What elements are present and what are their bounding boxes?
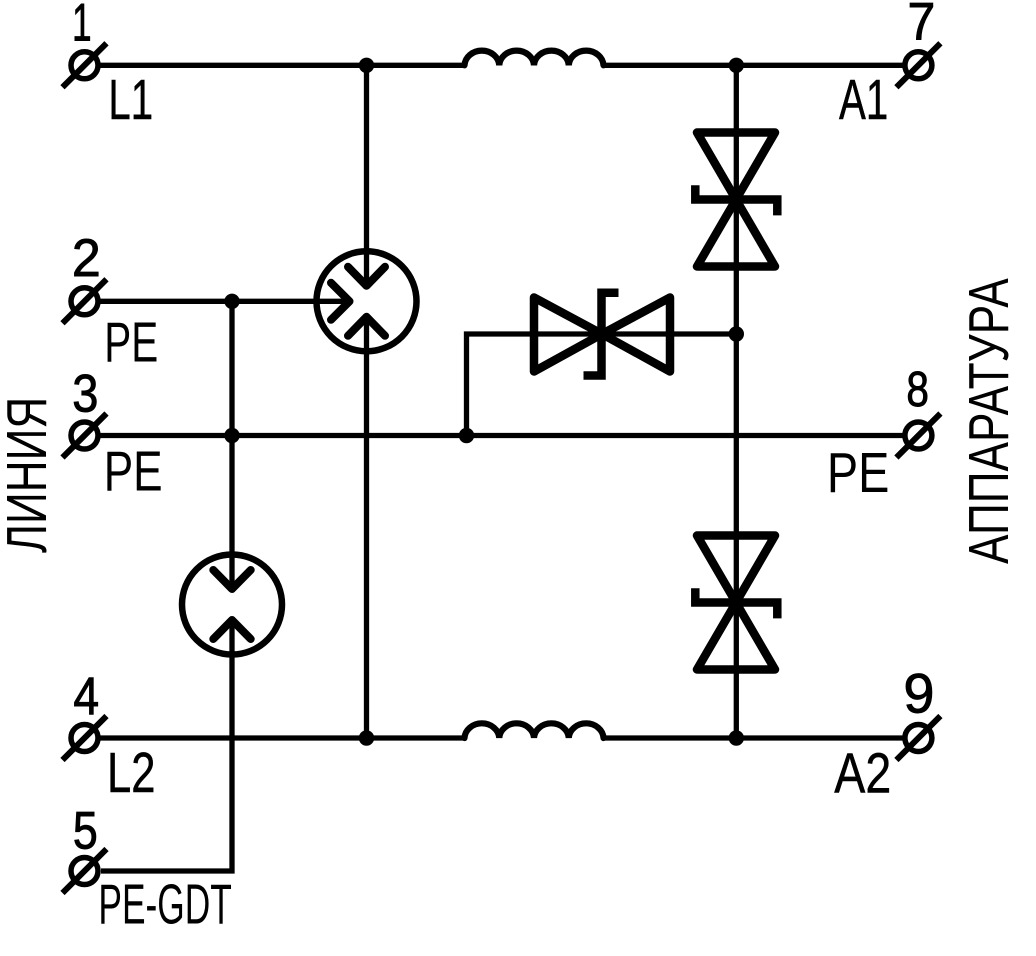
svg-text:L2: L2 <box>107 740 155 804</box>
svg-text:АППАРАТУРА: АППАРАТУРА <box>957 278 1021 564</box>
svg-text:1: 1 <box>72 0 91 52</box>
svg-text:L1: L1 <box>108 68 153 132</box>
svg-text:2: 2 <box>72 230 101 289</box>
svg-text:PE-GDT: PE-GDT <box>98 873 231 937</box>
svg-text:A1: A1 <box>839 68 888 132</box>
svg-text:ЛИНИЯ: ЛИНИЯ <box>0 397 58 553</box>
svg-text:PE: PE <box>104 439 163 503</box>
svg-text:8: 8 <box>906 362 929 418</box>
svg-text:9: 9 <box>903 662 934 725</box>
svg-text:PE: PE <box>104 311 158 374</box>
svg-text:5: 5 <box>73 802 98 860</box>
svg-text:PE: PE <box>827 442 889 505</box>
svg-text:A2: A2 <box>834 742 891 806</box>
svg-text:7: 7 <box>907 0 935 51</box>
svg-text:3: 3 <box>72 364 98 423</box>
svg-text:4: 4 <box>73 667 99 727</box>
